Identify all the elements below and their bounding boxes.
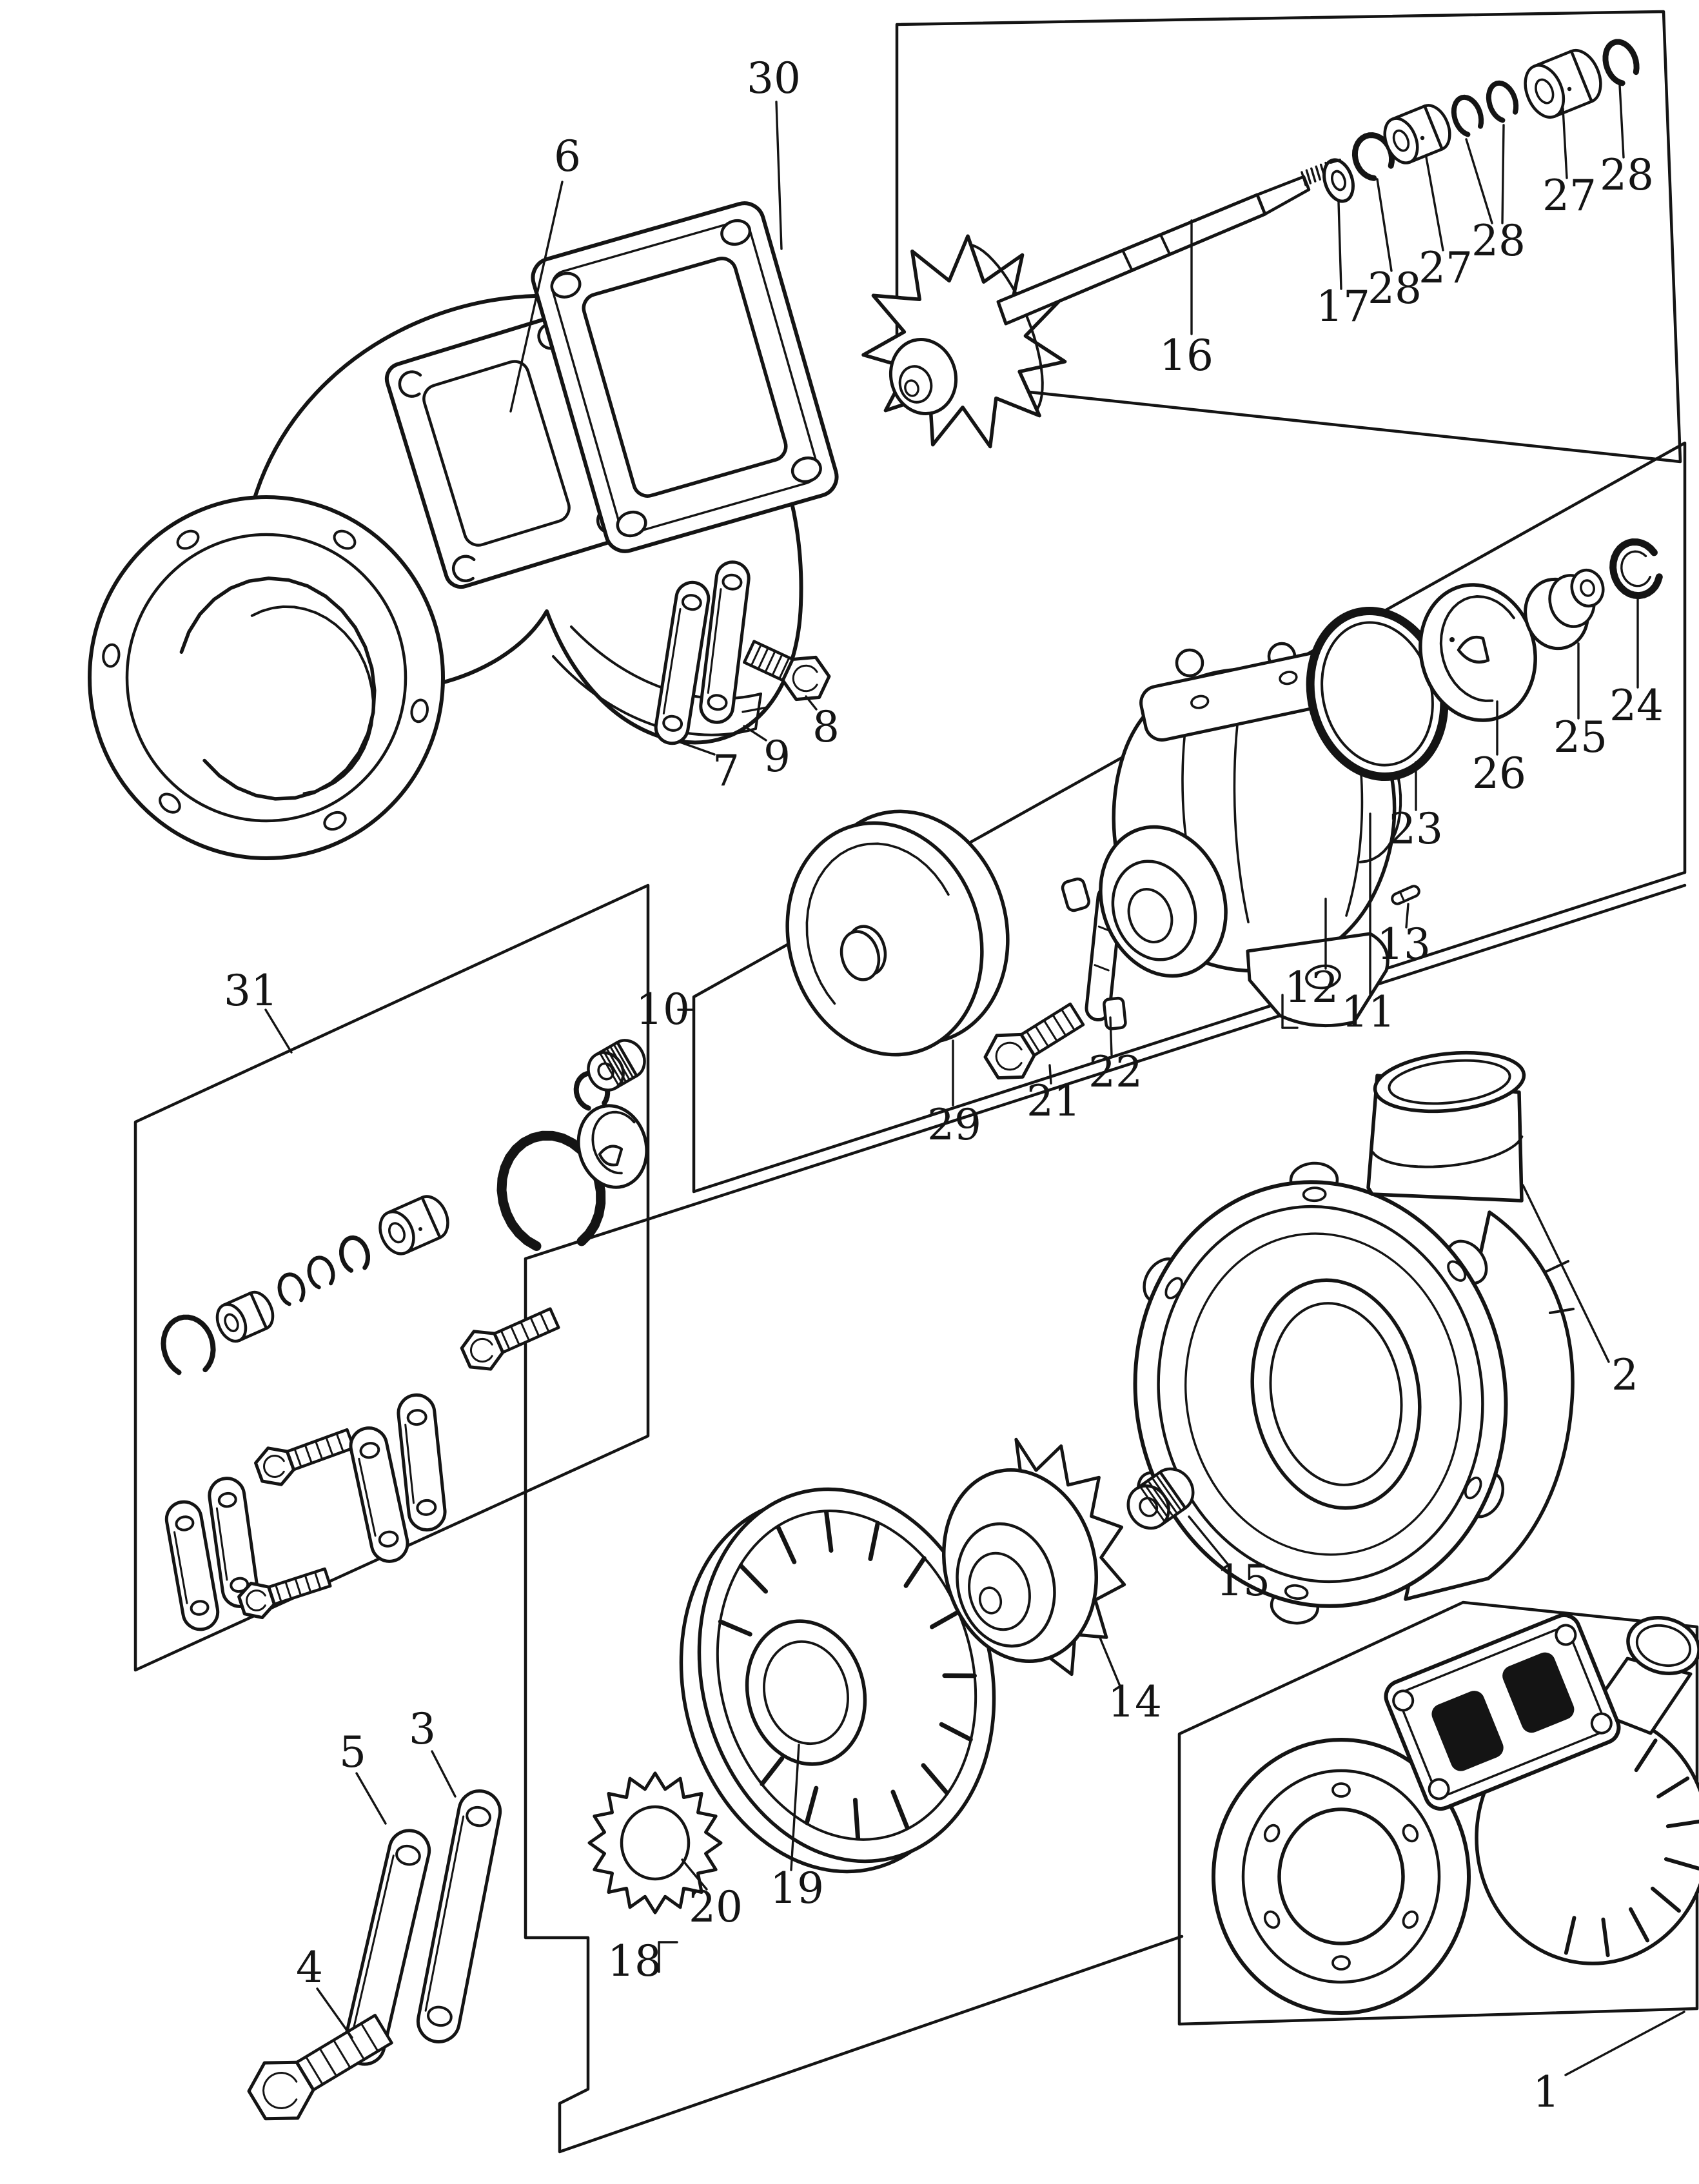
compressor-housing xyxy=(1133,1050,1575,1625)
callout-leader-7 xyxy=(677,740,716,756)
callout-22-16: 22 xyxy=(1088,1047,1143,1097)
callout-19-27: 19 xyxy=(770,1864,824,1913)
callout-5-31: 5 xyxy=(339,1727,366,1777)
callout-leader-15 xyxy=(1188,1515,1230,1567)
callout-14-26: 14 xyxy=(1108,1677,1162,1727)
callout-1-33: 1 xyxy=(1533,2067,1560,2117)
callout-2-24: 2 xyxy=(1611,1350,1638,1400)
callout-16-8: 16 xyxy=(1159,331,1213,380)
seal-plate xyxy=(785,809,1127,1080)
callout-27-3: 27 xyxy=(1542,171,1596,221)
callout-4-32: 4 xyxy=(296,1943,323,1992)
callout-leader-9 xyxy=(743,725,767,742)
callout-28-2: 28 xyxy=(1600,150,1654,200)
callout-leader-27 xyxy=(1425,156,1444,251)
callout-leader-8 xyxy=(741,706,769,713)
backplate-and-lockplate xyxy=(587,1487,996,1914)
callout-18-29: 18 xyxy=(607,1936,662,1986)
callout-28-4: 28 xyxy=(1471,216,1526,266)
callout-29-14: 29 xyxy=(927,1100,981,1150)
shaft-seal-rings xyxy=(1322,39,1640,203)
callout-leader-21 xyxy=(1048,1064,1052,1085)
compressor-wheel-and-nut xyxy=(941,1437,1195,1677)
panel-backplate-kit xyxy=(524,883,1687,2154)
callout-leader-28 xyxy=(1501,124,1505,224)
callout-leader-14 xyxy=(1099,1637,1123,1692)
bearing-housing-group xyxy=(1099,538,1663,1028)
clamp-plates-and-bolt xyxy=(654,560,831,745)
callout-leader-5 xyxy=(355,1772,387,1825)
inlet-gasket xyxy=(531,201,839,553)
callout-25-19: 25 xyxy=(1553,713,1607,762)
callout-12-22: 12 xyxy=(1284,963,1339,1012)
callout-31-13: 31 xyxy=(224,966,278,1016)
callout-leader-20 xyxy=(681,1858,708,1891)
callout-24-20: 24 xyxy=(1609,681,1664,731)
panel-shaft-kit xyxy=(895,10,1682,464)
mount-plates-and-bolt xyxy=(247,1789,502,2121)
callout-17-7: 17 xyxy=(1316,282,1370,331)
callout-leader-2 xyxy=(1522,1184,1610,1363)
callout-15-25: 15 xyxy=(1216,1556,1270,1606)
callout-3-30: 3 xyxy=(409,1704,436,1754)
callout-23-17: 23 xyxy=(1389,804,1443,854)
turbine-shaft-wheel xyxy=(861,161,1331,449)
callout-leader-22 xyxy=(1109,1016,1113,1056)
callout-leader-8 xyxy=(805,695,818,711)
callout-7-9: 7 xyxy=(712,746,740,796)
callout-6-1: 6 xyxy=(554,132,581,181)
callout-8-11: 8 xyxy=(812,702,840,752)
callout-11-23: 11 xyxy=(1341,987,1395,1037)
repair-kit-parts xyxy=(161,1039,649,1631)
callout-leader-19 xyxy=(790,1744,800,1871)
callout-leader-27 xyxy=(1562,107,1568,179)
callout-leader-31 xyxy=(264,1008,293,1054)
panel-repair-kit-box xyxy=(133,883,650,1672)
callout-leader-6 xyxy=(509,181,564,413)
callout-leader-3 xyxy=(431,1750,457,1798)
callout-leader-28 xyxy=(1376,178,1393,272)
callout-20-28: 20 xyxy=(689,1882,743,1932)
callout-21-15: 21 xyxy=(1026,1076,1081,1126)
callout-leader-13 xyxy=(1405,903,1409,929)
callout-13-21: 13 xyxy=(1377,920,1431,969)
callout-leader-4 xyxy=(316,1987,353,2039)
callout-27-5: 27 xyxy=(1419,243,1473,293)
callout-leader-28 xyxy=(1618,84,1625,159)
callout-30-0: 30 xyxy=(747,54,801,103)
callout-28-6: 28 xyxy=(1368,264,1422,313)
callout-9-10: 9 xyxy=(763,732,791,782)
callout-26-18: 26 xyxy=(1472,749,1526,798)
assembled-turbocharger xyxy=(1212,1613,1699,2015)
callout-10-12: 10 xyxy=(636,985,690,1034)
callout-leader-28 xyxy=(1465,138,1493,224)
callout-leader-1 xyxy=(1564,2011,1685,2076)
callout-leader-30 xyxy=(775,101,783,250)
callout-leader-17 xyxy=(1337,201,1342,290)
